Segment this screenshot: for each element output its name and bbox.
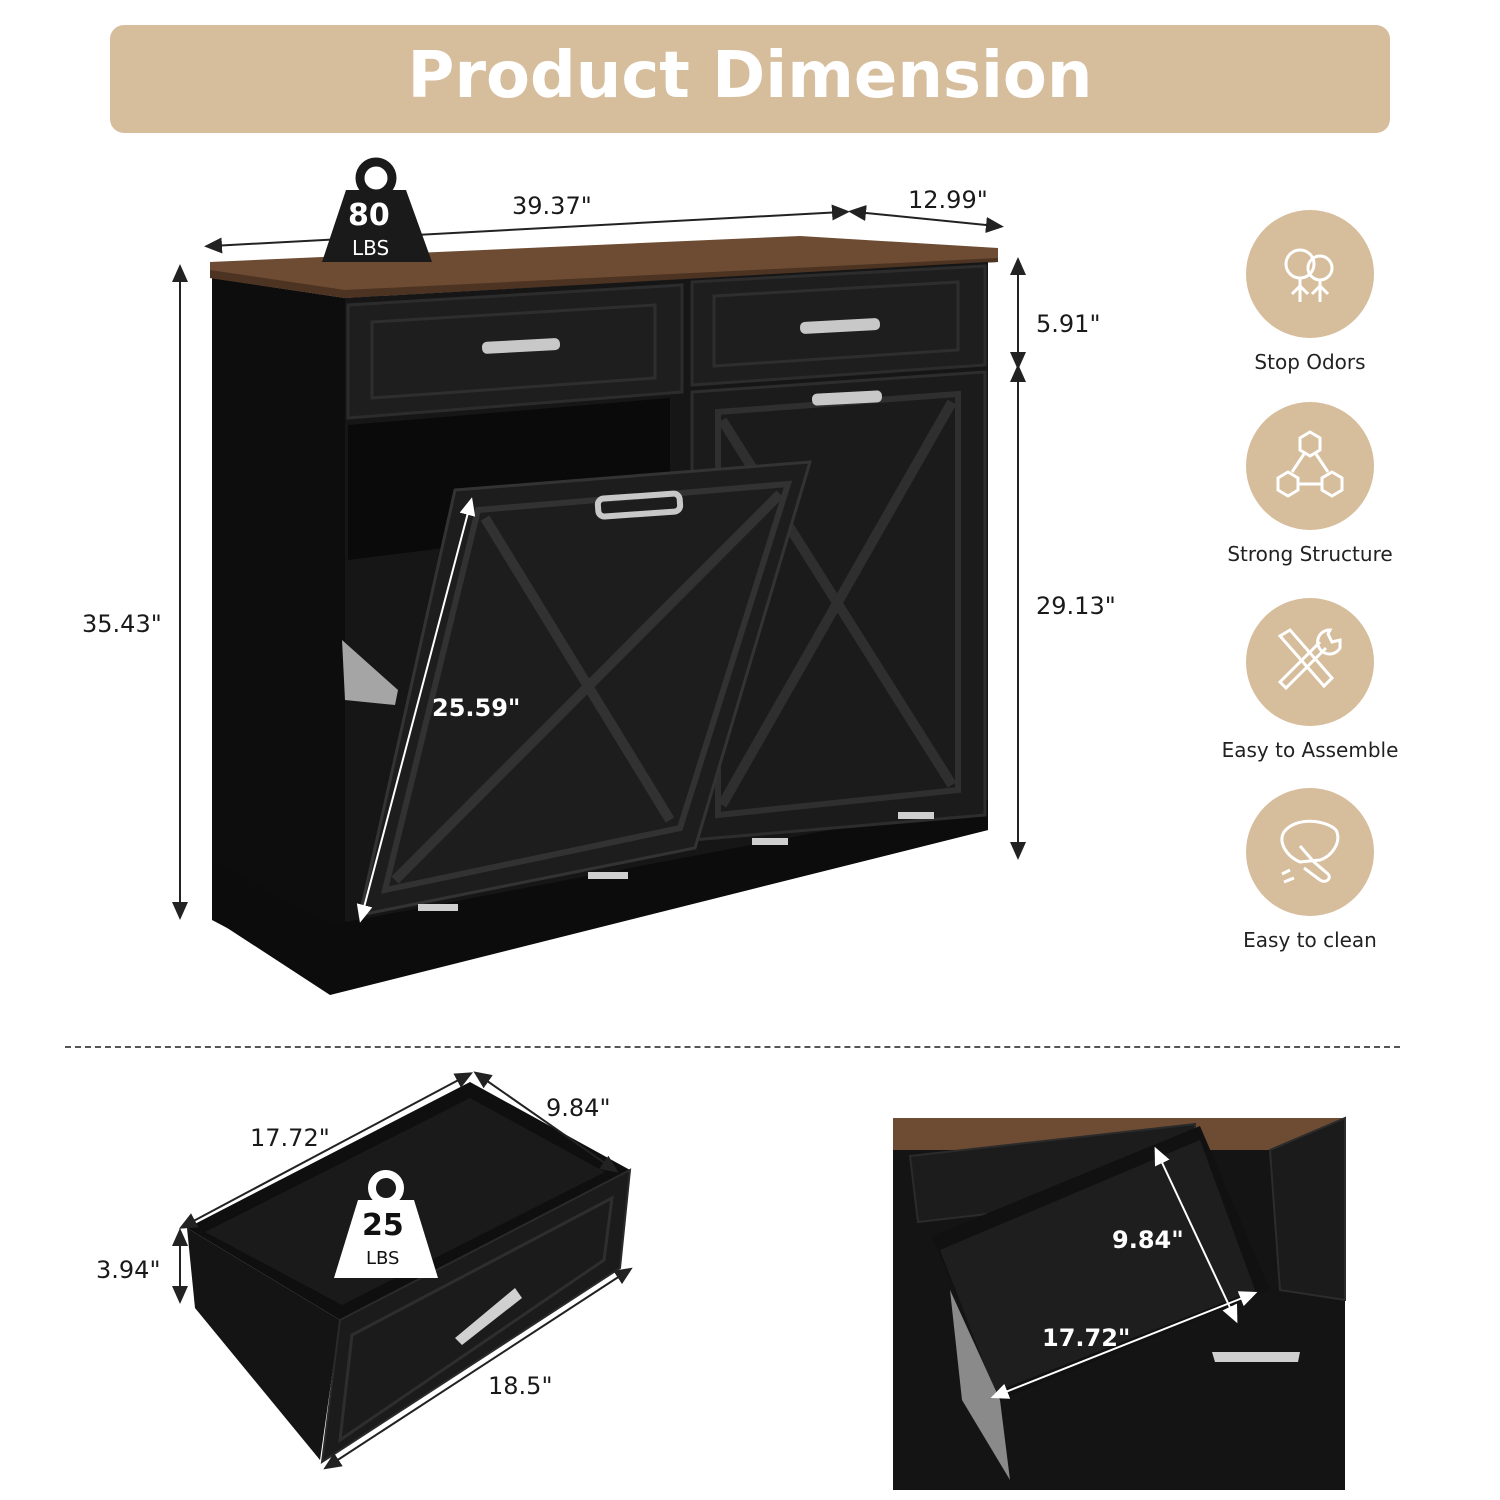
title-banner: Product Dimension bbox=[110, 25, 1390, 133]
weight-badge-25-icon bbox=[334, 1170, 438, 1278]
feature-label: Easy to Assemble bbox=[1221, 738, 1399, 762]
bin-width-label: 17.72" bbox=[1042, 1324, 1131, 1352]
door-height-label: 29.13" bbox=[1036, 592, 1116, 620]
page-title: Product Dimension bbox=[407, 39, 1093, 113]
drawer-length-label: 17.72" bbox=[250, 1124, 330, 1152]
feature-stop-odors: Stop Odors bbox=[1200, 210, 1420, 374]
width-dimension-line bbox=[204, 204, 850, 254]
feature-label: Strong Structure bbox=[1227, 542, 1393, 566]
bin-width-line bbox=[990, 1291, 1258, 1399]
drawer-depth-line bbox=[473, 1071, 619, 1173]
feature-label: Stop Odors bbox=[1254, 350, 1366, 374]
feature-easy-assemble: Easy to Assemble bbox=[1200, 598, 1420, 762]
drawer-length-line bbox=[178, 1072, 474, 1229]
cabinet-width-label: 39.37" bbox=[512, 192, 592, 220]
depth-dimension-line bbox=[848, 205, 1004, 233]
recycle-tree-icon bbox=[1246, 210, 1374, 338]
cabinet-weight-value: 80 bbox=[348, 198, 390, 233]
drawer-front-line bbox=[323, 1267, 633, 1470]
tilt-door-line bbox=[356, 497, 476, 923]
tools-icon bbox=[1246, 598, 1374, 726]
cabinet-height-label: 35.43" bbox=[82, 610, 162, 638]
drawer-weight-value: 25 bbox=[362, 1208, 404, 1243]
drawer-height-label: 3.94" bbox=[96, 1256, 161, 1284]
bin-depth-label: 9.84" bbox=[1112, 1226, 1184, 1254]
weight-badge-80-icon bbox=[322, 157, 432, 262]
cleaning-hand-icon bbox=[1246, 788, 1374, 916]
drawer-height-label: 5.91" bbox=[1036, 310, 1101, 338]
feature-easy-clean: Easy to clean bbox=[1200, 788, 1420, 952]
hexagon-structure-icon bbox=[1246, 402, 1374, 530]
drawer-weight-unit: LBS bbox=[366, 1248, 400, 1269]
bin-detail-image bbox=[893, 1116, 1346, 1490]
cabinet-weight-unit: LBS bbox=[352, 236, 390, 260]
feature-strong-structure: Strong Structure bbox=[1200, 402, 1420, 566]
drawer-front-width-label: 18.5" bbox=[488, 1372, 553, 1400]
bin-depth-line bbox=[1154, 1146, 1238, 1324]
drawer-depth-label: 9.84" bbox=[546, 1094, 611, 1122]
tilt-door-label: 25.59" bbox=[432, 694, 521, 722]
section-divider bbox=[65, 1046, 1400, 1048]
feature-label: Easy to clean bbox=[1243, 928, 1377, 952]
cabinet-depth-label: 12.99" bbox=[908, 186, 988, 214]
cabinet-image bbox=[210, 236, 998, 995]
